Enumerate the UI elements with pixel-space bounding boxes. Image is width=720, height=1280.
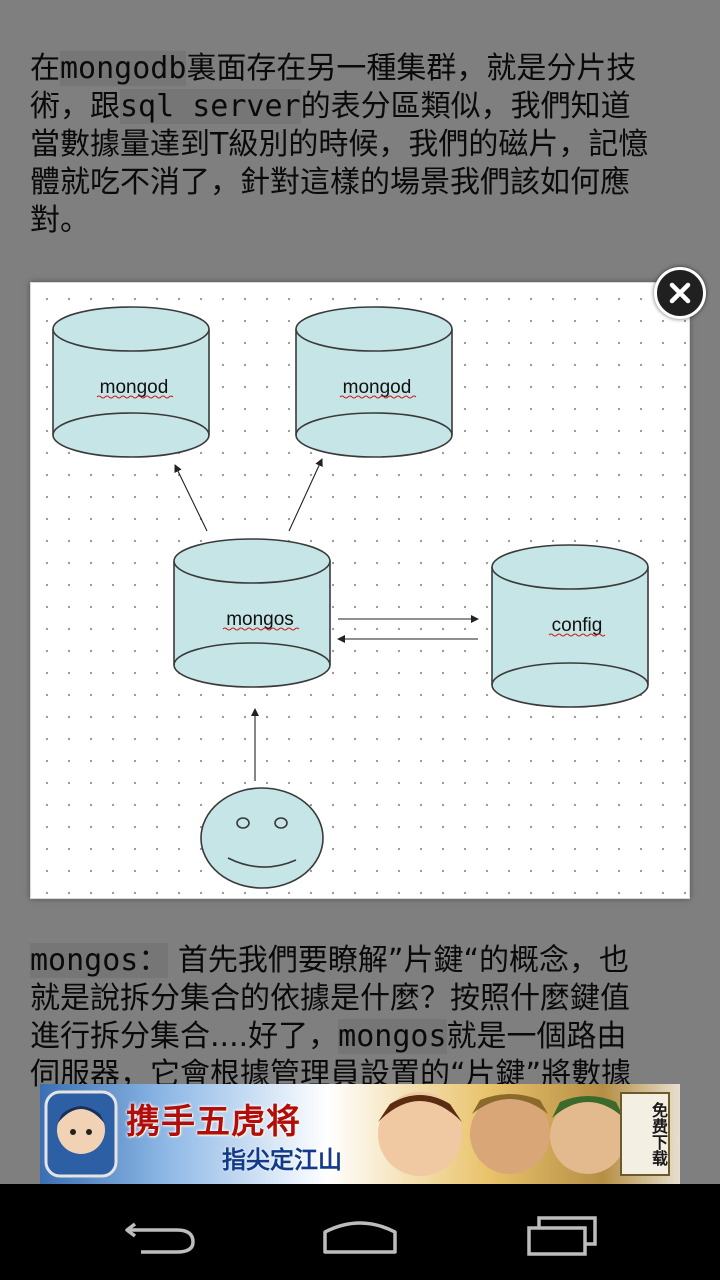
label-mongod-1: mongod — [100, 377, 169, 398]
cut-off-heading: ━━ ━ ━━━━ ━━ — [30, 0, 245, 9]
mongod-cylinder-1 — [52, 306, 210, 458]
inline-code: mongos： — [30, 943, 169, 978]
ad-subtitle: 指尖定江山 — [222, 1146, 342, 1174]
article-paragraph-2: mongos： 首先我們要瞭解”片鍵“的概念，也 就是說拆分集合的依據是什麼？按… — [30, 942, 690, 1094]
back-button[interactable] — [105, 1206, 215, 1258]
label-mongos: mongos — [226, 609, 294, 630]
home-button[interactable] — [305, 1206, 415, 1258]
label-mongod-2: mongod — [343, 377, 412, 398]
inline-code: mongodb — [60, 51, 187, 86]
inline-code: sql server — [120, 89, 301, 124]
text-line: 當數據量達到T級別的時候，我們的磁片，記憶 — [30, 127, 649, 162]
text-line: 體就吃不消了，針對這樣的場景我們該如何應 — [30, 165, 630, 200]
arrow-to-mongod-2 — [288, 458, 323, 532]
text-line: 術，跟sql server的表分區類似，我們知道 — [30, 89, 631, 124]
text-line: mongos： 首先我們要瞭解”片鍵“的概念，也 — [30, 943, 630, 978]
home-icon — [323, 1221, 397, 1254]
text-line: 就是說拆分集合的依據是什麼？按照什麼鍵值 — [30, 981, 630, 1016]
sharding-diagram: mongod mongod mongos config — [52, 306, 649, 889]
system-navigation-bar — [0, 1184, 720, 1280]
close-icon — [669, 282, 691, 304]
text-line: 進行拆分集合....好了，mongos就是一個路由 — [30, 1019, 627, 1054]
close-overlay-button[interactable] — [654, 267, 706, 319]
back-icon — [125, 1222, 195, 1254]
ad-title: 携手五虎将 — [126, 1102, 301, 1142]
ad-download-badge[interactable]: 免费下载 — [620, 1092, 670, 1176]
label-config: config — [552, 615, 603, 636]
spellcheck-underline — [339, 395, 417, 399]
mongod-cylinder-2 — [295, 306, 453, 458]
text-line: 對。 — [30, 203, 90, 238]
arrow-to-mongod-1 — [174, 464, 208, 532]
mongos-cylinder — [173, 538, 331, 688]
article-paragraph-1: 在mongodb裏面存在另一種集群，就是分片技 術，跟sql server的表分… — [30, 50, 690, 240]
ad-banner[interactable]: 携手五虎将 指尖定江山 免费下载 — [40, 1084, 680, 1184]
recents-button[interactable] — [505, 1206, 615, 1258]
text-line: 在mongodb裏面存在另一種集群，就是分片技 — [30, 51, 637, 86]
ad-artwork — [44, 1090, 626, 1178]
image-lightbox[interactable]: mongod mongod mongos config — [30, 282, 690, 899]
spellcheck-underline — [548, 633, 606, 637]
recents-icon — [527, 1216, 597, 1256]
inline-code: mongos — [338, 1019, 447, 1054]
spellcheck-underline — [222, 627, 300, 631]
user-smiley-icon — [200, 787, 324, 889]
config-cylinder — [491, 544, 649, 708]
spellcheck-underline — [96, 395, 174, 399]
